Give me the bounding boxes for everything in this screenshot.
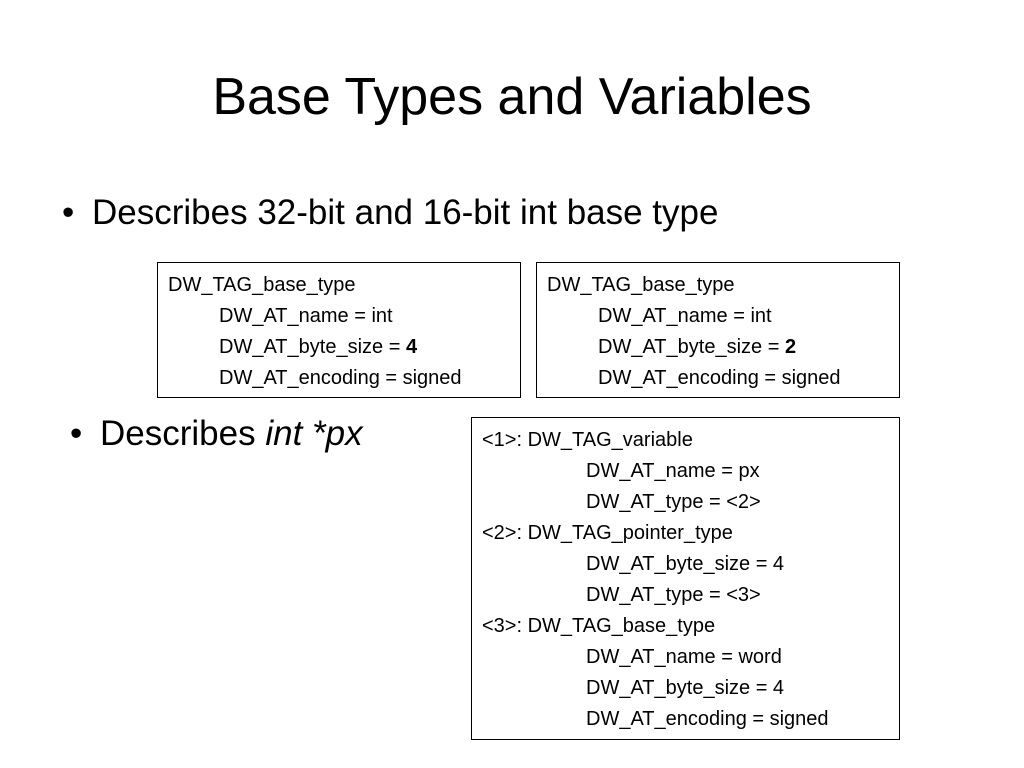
code-line: DW_AT_byte_size = 4	[586, 677, 785, 699]
bullet-text: Describes 32-bit and 16-bit int base typ…	[92, 193, 719, 232]
code-line: DW_AT_name = word	[586, 646, 782, 668]
bullet-pointer-variable: • Describes int *px	[70, 413, 363, 455]
code-line: DW_AT_name = int	[219, 305, 393, 327]
code-line: DW_AT_byte_size = 4	[168, 332, 510, 363]
bullet-text: Describes	[100, 414, 266, 453]
code-line: DW_AT_byte_size = 2	[547, 332, 889, 363]
slide-title: Base Types and Variables	[212, 68, 812, 126]
code-box-int32: DW_TAG_base_type DW_AT_name = int DW_AT_…	[157, 262, 521, 398]
code-line: <1>: DW_TAG_variable	[482, 429, 693, 451]
code-line: DW_AT_encoding = signed	[219, 367, 462, 389]
byte-size-value: 4	[405, 336, 418, 358]
code-line: DW_AT_name = int	[598, 305, 772, 327]
bullet-emphasis: int *px	[265, 414, 363, 453]
code-line: <3>: DW_TAG_base_type	[482, 615, 716, 637]
bullet-base-types: • Describes 32-bit and 16-bit int base ty…	[62, 192, 718, 234]
code-line: DW_TAG_base_type	[547, 274, 735, 296]
code-text: DW_AT_byte_size =	[219, 336, 406, 358]
bullet-point-icon: •	[70, 414, 83, 453]
code-line: DW_AT_encoding = signed	[586, 708, 829, 730]
code-line: DW_AT_encoding = signed	[598, 367, 841, 389]
code-box-pointer: <1>: DW_TAG_variable DW_AT_name = px DW_…	[471, 417, 900, 740]
code-line: DW_AT_name = px	[586, 460, 760, 482]
code-line: DW_TAG_base_type	[168, 274, 356, 296]
byte-size-value: 2	[784, 336, 797, 358]
code-line: <2>: DW_TAG_pointer_type	[482, 522, 733, 544]
code-line: DW_AT_type = <2>	[586, 491, 761, 513]
code-line: DW_AT_byte_size = 4	[586, 553, 785, 575]
code-text: DW_AT_byte_size =	[598, 336, 785, 358]
code-box-int16: DW_TAG_base_type DW_AT_name = int DW_AT_…	[536, 262, 900, 398]
code-line: DW_AT_type = <3>	[586, 584, 761, 606]
bullet-point-icon: •	[62, 193, 75, 232]
